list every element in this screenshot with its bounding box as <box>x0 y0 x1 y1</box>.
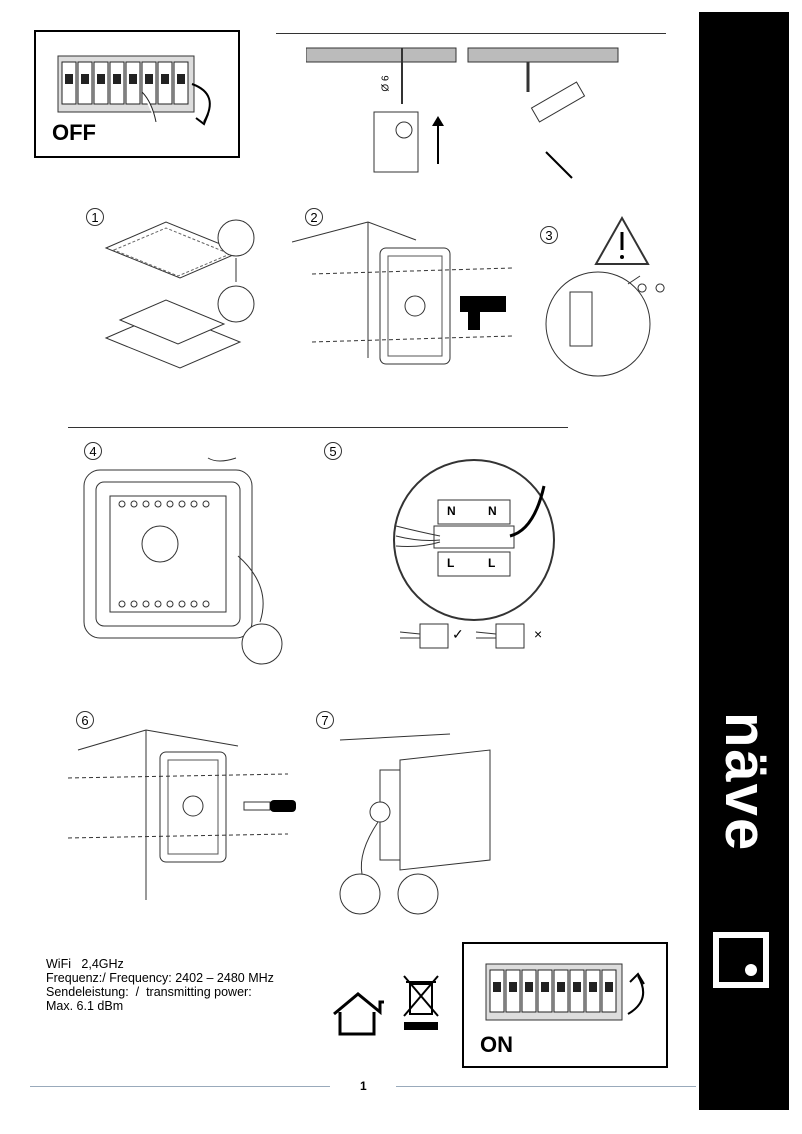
step-5-number: 5 <box>324 442 342 460</box>
wrong-mark: × <box>534 626 543 642</box>
step-3-number: 3 <box>540 226 558 244</box>
page-number: 1 <box>360 1079 367 1093</box>
footer-line-left <box>30 1086 330 1087</box>
divider-middle <box>68 427 568 428</box>
brand-logo-square <box>713 932 769 988</box>
brand-name: näve <box>713 712 778 853</box>
footer-line-right <box>396 1086 696 1087</box>
off-panel: OFF <box>34 30 240 158</box>
step-4-number: 4 <box>84 442 102 460</box>
arrow-up-icon <box>627 972 645 1015</box>
step-7-illustration <box>339 733 491 915</box>
weee-bin-icon <box>403 975 439 1030</box>
spec-transmitting-power: Sendeleistung: / transmitting power: <box>46 985 252 999</box>
correct-mark: ✓ <box>452 626 464 642</box>
breaker-illustration <box>57 55 195 122</box>
drill-illustration <box>306 47 619 179</box>
step-4-illustration <box>83 457 283 665</box>
step-1-illustration <box>104 219 255 369</box>
wiring-options-illustration <box>400 623 525 649</box>
step-2-number: 2 <box>305 208 323 226</box>
brand-strip: näve <box>699 12 789 1110</box>
step-6-number: 6 <box>76 711 94 729</box>
spec-max-power: Max. 6.1 dBm <box>46 999 124 1013</box>
arrow-down-icon <box>191 83 211 126</box>
step-7-number: 7 <box>316 711 334 729</box>
terminal-n-right: N <box>488 504 497 518</box>
step-1-number: 1 <box>86 208 104 226</box>
terminal-n-left: N <box>447 504 456 518</box>
on-panel: ON <box>462 942 668 1068</box>
spec-wifi: WiFi 2,4GHz <box>46 957 124 971</box>
divider-top <box>276 33 666 34</box>
breaker-illustration-on <box>485 963 623 1021</box>
step-6-illustration <box>68 729 296 900</box>
step-2-illustration <box>292 221 513 365</box>
on-label: ON <box>480 1032 513 1057</box>
indoor-house-icon <box>333 992 384 1036</box>
terminal-l-right: L <box>488 556 496 570</box>
step-5-illustration <box>393 459 555 621</box>
spec-frequency: Frequenz:/ Frequency: 2402 – 2480 MHz <box>46 971 274 985</box>
drill-bit-label: Ø 6 <box>380 75 392 92</box>
off-label: OFF <box>52 120 96 145</box>
step-3-illustration <box>545 215 665 377</box>
terminal-l-left: L <box>447 556 455 570</box>
